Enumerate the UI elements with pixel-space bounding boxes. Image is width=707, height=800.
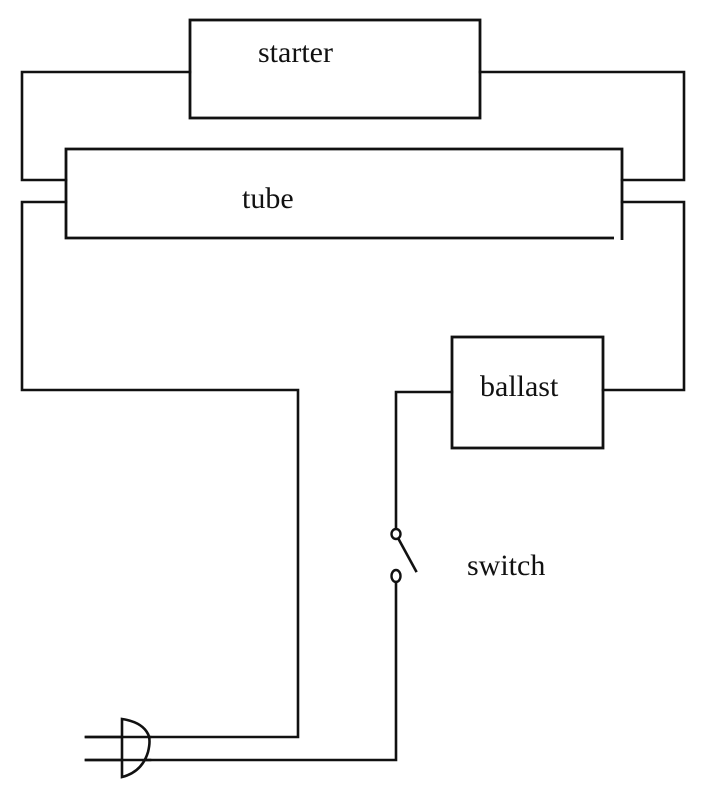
- switch-label: switch: [467, 549, 545, 582]
- ballast-component: ballast: [450, 335, 605, 450]
- switch-component: switch: [390, 527, 545, 584]
- tube-right-to-ballast-wire: [601, 200, 686, 392]
- tube-box: [64, 147, 624, 240]
- tube-left-to-plug-wire: [20, 200, 300, 739]
- switch-top-contact: [390, 527, 402, 541]
- switch-lever: [396, 536, 418, 573]
- switch-to-plug-wire: [84, 580, 398, 762]
- starter-box: [188, 18, 482, 120]
- ballast-to-switch-wire: [394, 390, 454, 531]
- tube-label: tube: [242, 182, 294, 215]
- ballast-label: ballast: [480, 370, 559, 403]
- switch-bottom-contact: [390, 568, 402, 584]
- starter-label: starter: [258, 36, 333, 69]
- plug-icon: [84, 717, 152, 779]
- starter-right-wire: [478, 70, 686, 182]
- plug-body: [120, 717, 151, 779]
- starter-component: starter: [188, 18, 482, 120]
- tube-component: tube: [64, 147, 624, 240]
- starter-left-wire: [20, 70, 192, 182]
